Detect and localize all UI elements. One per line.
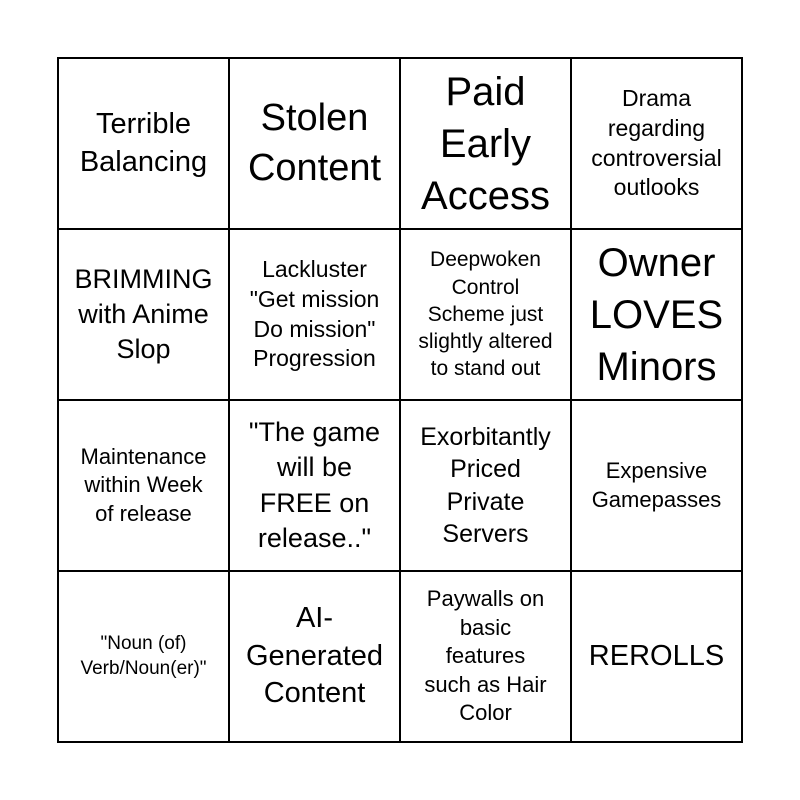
bingo-cell[interactable]: AI- Generated Content — [229, 571, 400, 742]
bingo-cell[interactable]: "The game will be FREE on release.." — [229, 400, 400, 571]
bingo-cell[interactable]: Paywalls on basic features such as Hair … — [400, 571, 571, 742]
bingo-cell[interactable]: Stolen Content — [229, 58, 400, 229]
bingo-cell[interactable]: "Noun (of) Verb/Noun(er)" — [58, 571, 229, 742]
bingo-cell[interactable]: Paid Early Access — [400, 58, 571, 229]
bingo-cell[interactable]: Exorbitantly Priced Private Servers — [400, 400, 571, 571]
bingo-cell[interactable]: Drama regarding controversial outlooks — [571, 58, 742, 229]
bingo-cell[interactable]: Lackluster "Get mission Do mission" Prog… — [229, 229, 400, 400]
bingo-cell[interactable]: Deepwoken Control Scheme just slightly a… — [400, 229, 571, 400]
bingo-cell[interactable]: BRIMMING with Anime Slop — [58, 229, 229, 400]
bingo-cell[interactable]: REROLLS — [571, 571, 742, 742]
bingo-cell[interactable]: Maintenance within Week of release — [58, 400, 229, 571]
bingo-card: Terrible Balancing Stolen Content Paid E… — [57, 57, 743, 743]
bingo-cell[interactable]: Owner LOVES Minors — [571, 229, 742, 400]
bingo-cell[interactable]: Expensive Gamepasses — [571, 400, 742, 571]
bingo-cell[interactable]: Terrible Balancing — [58, 58, 229, 229]
